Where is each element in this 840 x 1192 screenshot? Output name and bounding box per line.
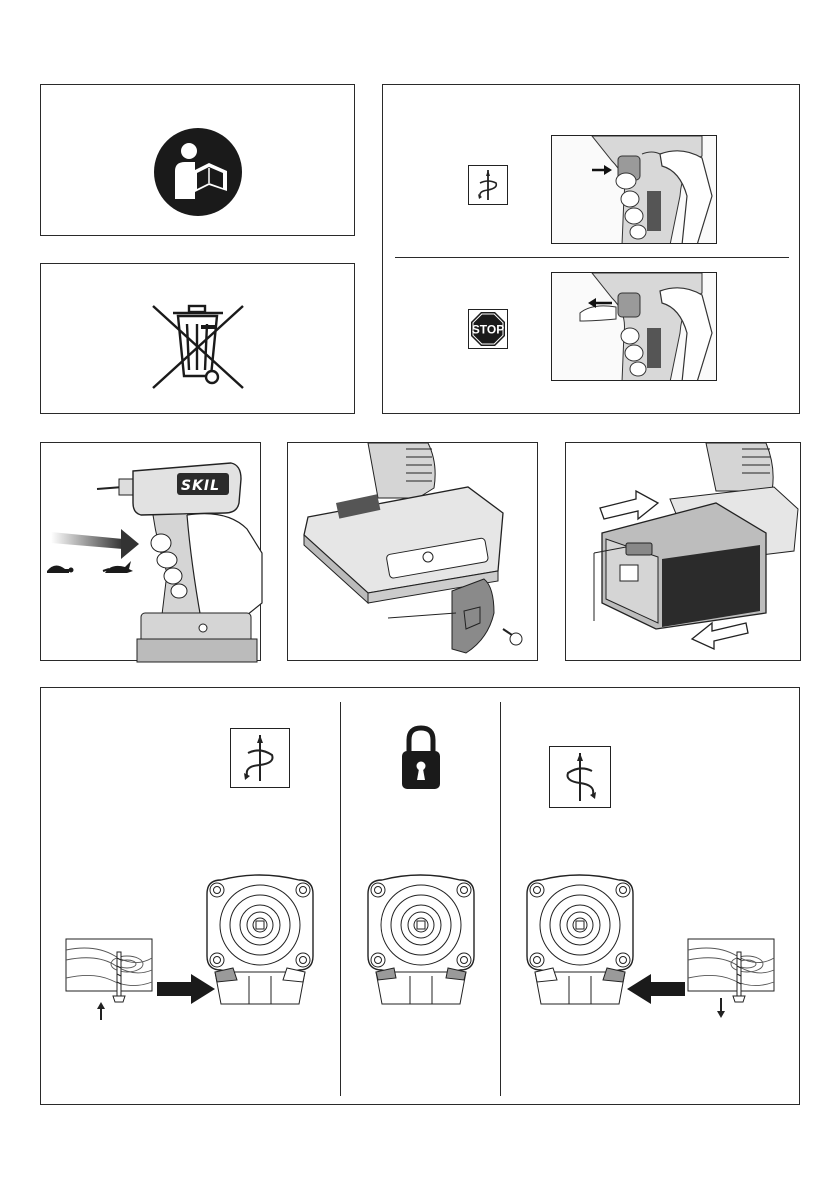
selector-divider-left xyxy=(340,702,341,1096)
wood-screw-in-illustration xyxy=(65,938,155,1022)
panel-variable-speed: SKIL xyxy=(40,442,261,661)
padlock-icon xyxy=(401,724,441,790)
panel-read-manual xyxy=(40,84,355,236)
stop-label: STOP xyxy=(472,323,504,337)
panel-trigger-switch: STOP xyxy=(382,84,800,414)
turtle-slow-icon xyxy=(47,565,74,573)
anvil-front-view-forward xyxy=(199,874,321,1004)
anvil-front-view-locked xyxy=(360,874,482,1004)
panel-direction-selector xyxy=(40,687,800,1105)
stop-sign-icon: STOP xyxy=(468,309,508,349)
fig2-divider xyxy=(395,257,789,258)
impact-driver-speed-illustration: SKIL xyxy=(41,443,262,662)
wood-screw-out-illustration xyxy=(687,938,777,1022)
panel-weee xyxy=(40,263,355,414)
selector-divider-right xyxy=(500,702,501,1096)
battery-insertion-illustration xyxy=(566,443,802,662)
anvil-front-view-reverse xyxy=(519,874,641,1004)
panel-belt-clip xyxy=(287,442,538,661)
trigger-released-photo xyxy=(551,272,717,381)
trigger-pressed-photo xyxy=(551,135,717,244)
rabbit-fast-icon xyxy=(103,561,133,573)
brand-logo-fig3: SKIL xyxy=(181,478,220,494)
rotation-forward-icon xyxy=(468,165,508,205)
panel-battery xyxy=(565,442,801,661)
belt-clip-illustration xyxy=(288,443,539,662)
push-left-arrow xyxy=(627,974,685,1004)
rotation-reverse-icon xyxy=(549,746,611,808)
read-manual-icon xyxy=(153,127,243,217)
rotation-forward-icon xyxy=(230,728,290,788)
crossed-out-bin-icon xyxy=(151,304,245,390)
